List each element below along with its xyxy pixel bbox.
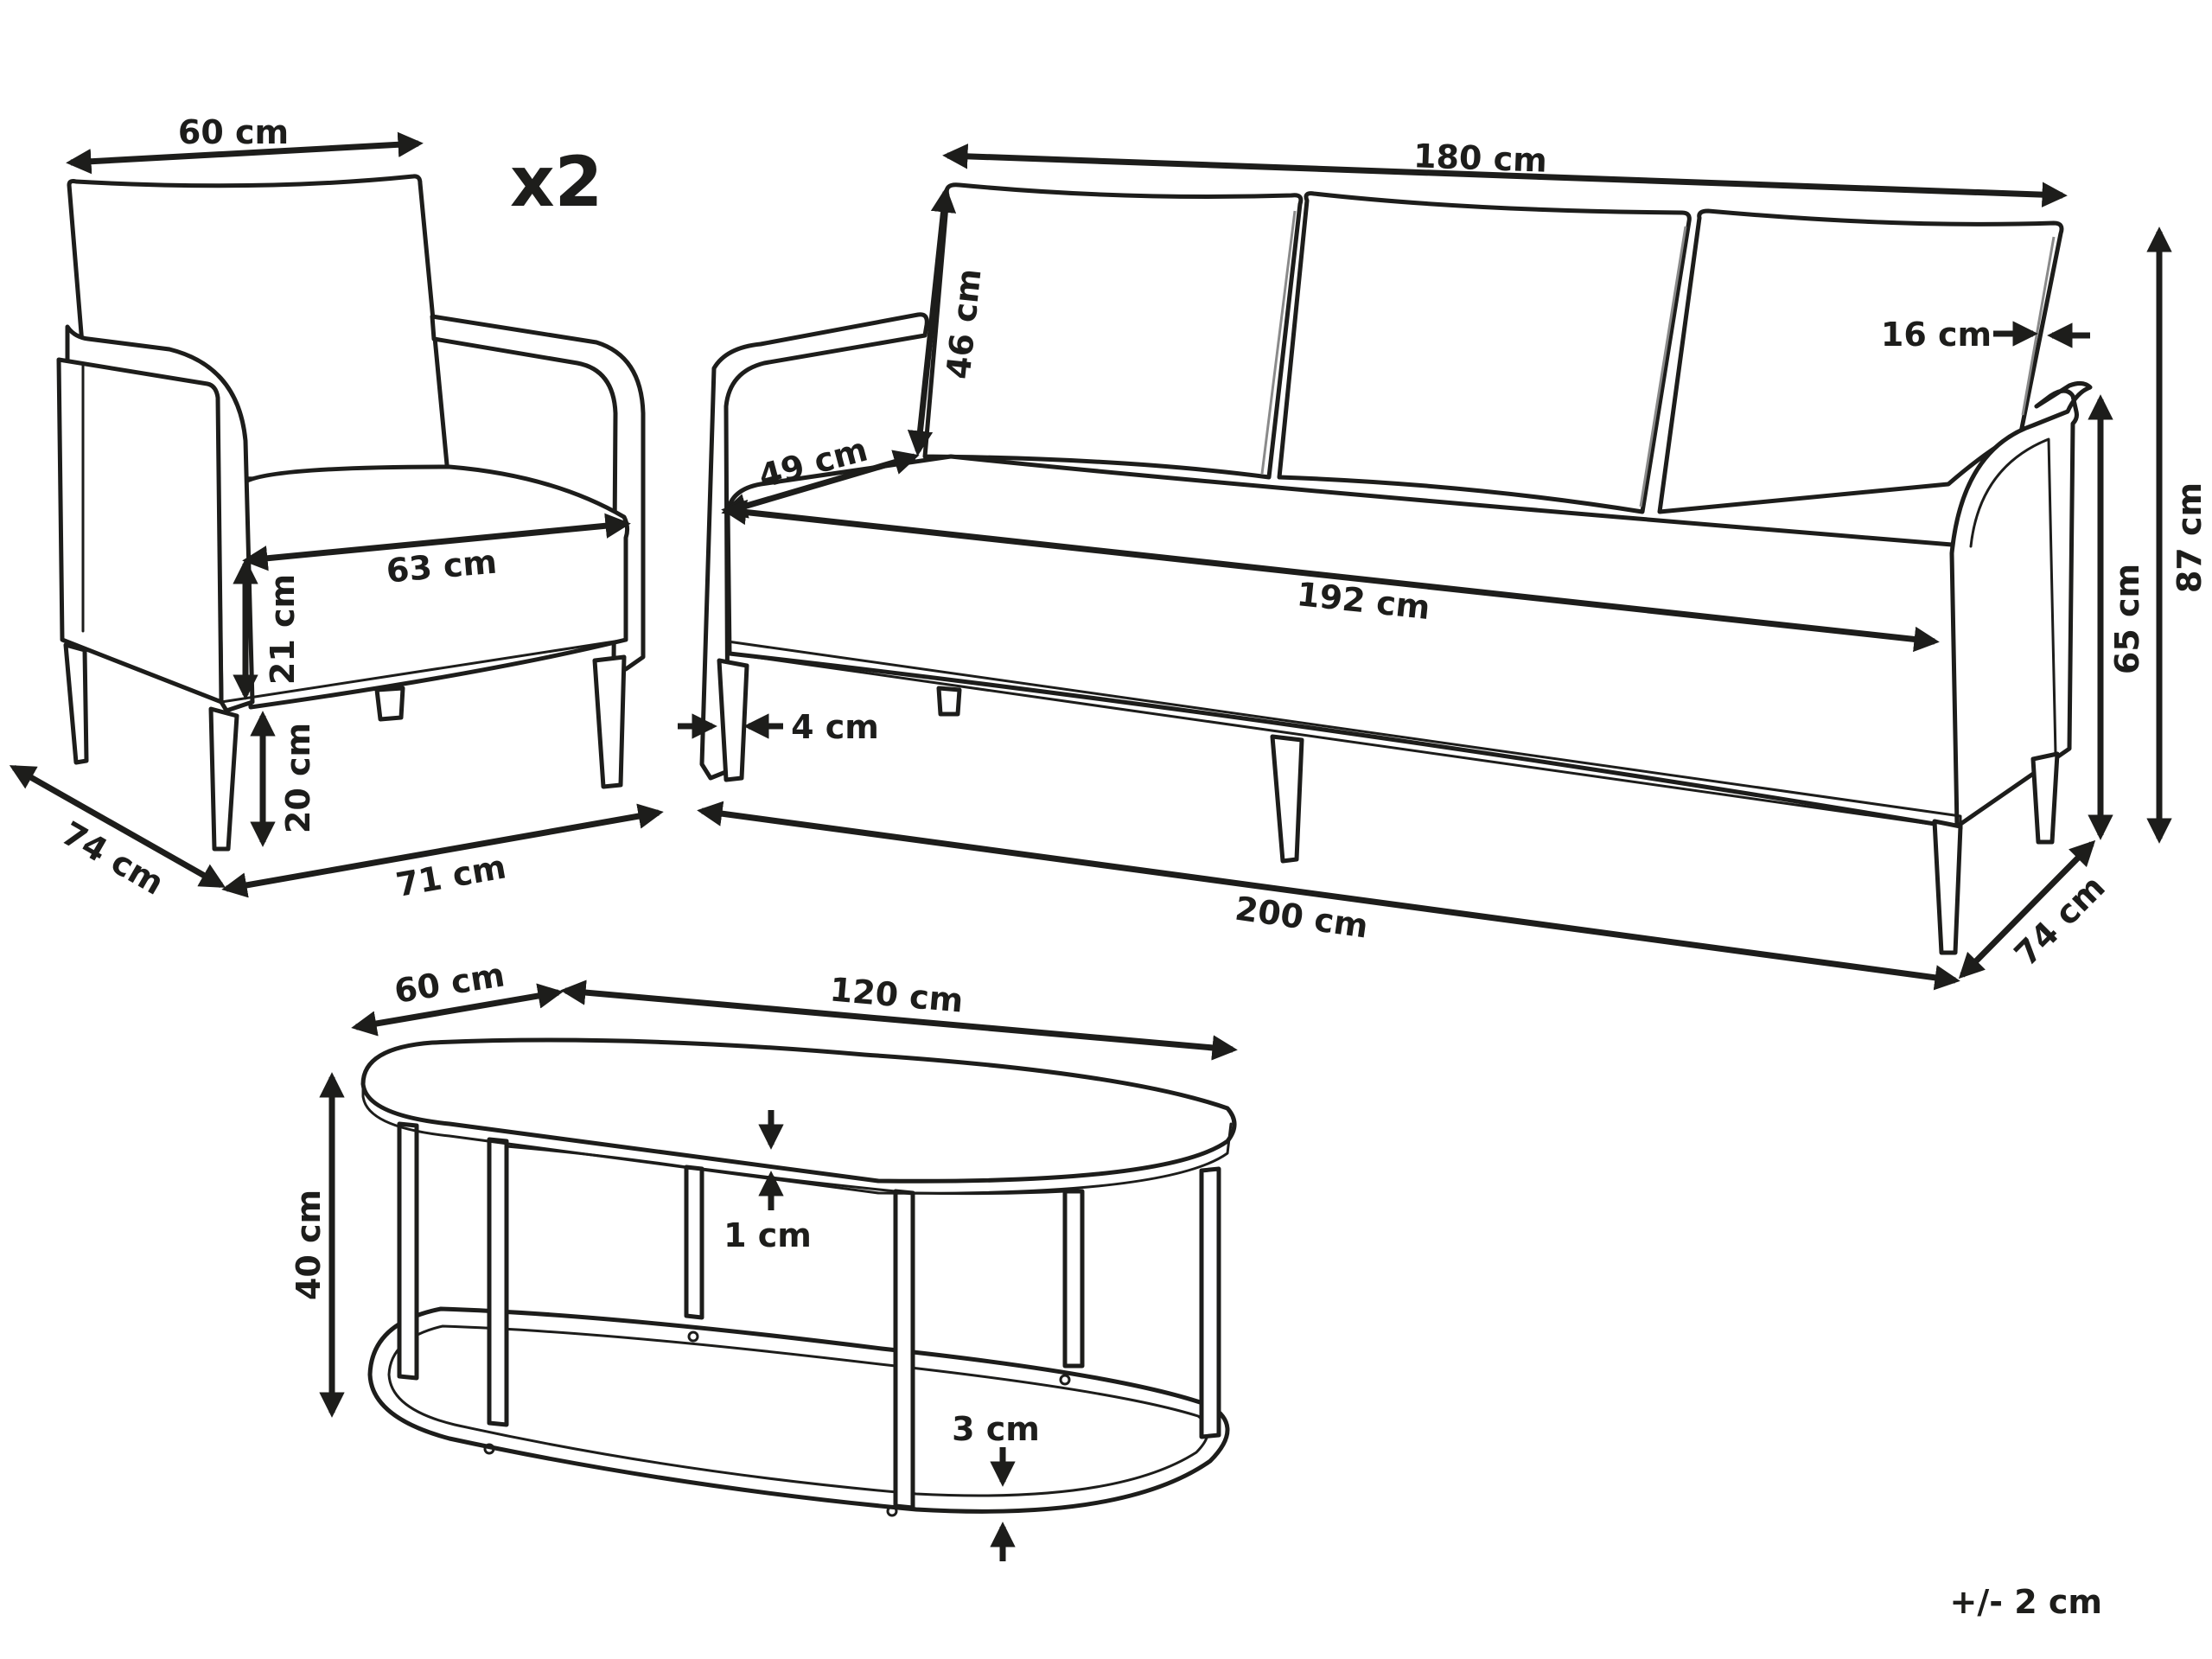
sofa-seat-cushion: [725, 454, 1963, 831]
sofa-back-thickness-label: 16 cm: [1881, 316, 1992, 354]
sofa-height-label: 87 cm: [2171, 482, 2209, 593]
sofa-back-cushion-center: [1277, 191, 1692, 514]
armchair-leg-front-right: [208, 706, 239, 852]
armchair-leg-height-label: 20 cm: [279, 723, 317, 833]
sofa-leg-width-label: 4 cm: [791, 708, 879, 746]
sofa-arm-height-label: 65 cm: [2108, 564, 2146, 674]
armchair-leg-back-left: [374, 686, 405, 722]
armchair-seat-height-label: 21 cm: [264, 574, 302, 685]
sofa-leg-back-left: [936, 686, 962, 717]
table-base-ring: [367, 1306, 1230, 1514]
table-top-thickness-label: 1 cm: [724, 1216, 812, 1254]
sofa-leg-front-middle: [1270, 734, 1304, 864]
table-height-label: 40 cm: [290, 1190, 328, 1300]
sofa-back-width-label: 180 cm: [1412, 137, 1547, 179]
armchair-width-top-label: 60 cm: [178, 113, 289, 151]
multiplier-label: x2: [510, 142, 602, 222]
dimension-lines: [9, 131, 2172, 1561]
sofa-depth-label: 74 cm: [2007, 868, 2113, 973]
armchair-leg-front-left: [63, 642, 89, 765]
armchair-leg-back-right: [592, 654, 627, 789]
sofa-leg-back-right: [2030, 751, 2060, 845]
tolerance-note: +/- 2 cm: [1949, 1583, 2102, 1621]
sofa-leg-front-right: [1932, 819, 1963, 955]
table-posts: [397, 1121, 1221, 1510]
armchair-depth-label: 74 cm: [55, 814, 170, 903]
table-base-thickness-label: 3 cm: [952, 1410, 1040, 1448]
armchair-body-panel: [56, 357, 224, 705]
coffee-table-drawing: [360, 1037, 1237, 1517]
table-width-label: 120 cm: [828, 970, 965, 1019]
sofa-leg-front-left: [717, 658, 749, 782]
armchair-drawing: [56, 174, 646, 852]
